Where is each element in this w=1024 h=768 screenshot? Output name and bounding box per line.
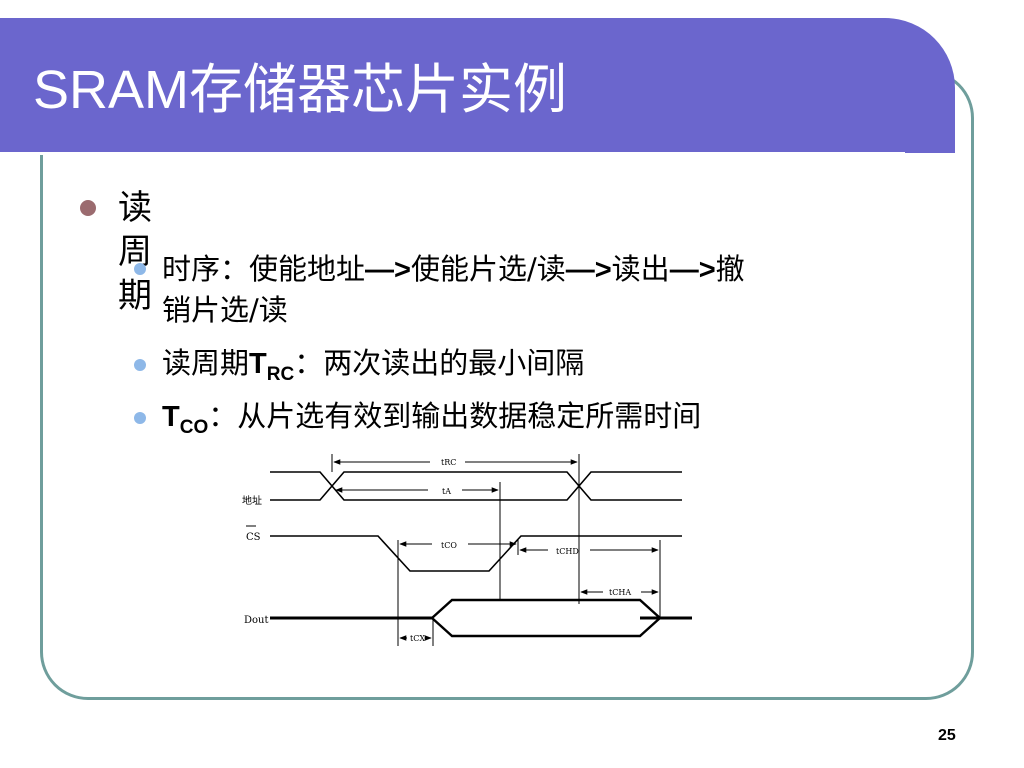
bullet-trc: 读周期TRC：两次读出的最小间隔 [162,343,584,395]
tco-subscript: CO [179,417,209,438]
title-underline [0,152,905,155]
bullet-tco: TCO：从片选有效到输出数据稳定所需时间 [162,396,701,448]
slide-frame [40,70,974,700]
signal-label-address: 地址 [242,494,262,507]
label-tcx: tCX [410,634,425,643]
label-tcha: tCHA [609,588,631,597]
page-number: 25 [938,727,956,744]
dout-waveform [270,598,692,638]
label-trc: tRC [441,458,456,467]
bullet-dot-level1 [80,200,96,216]
label-tco: tCO [441,541,457,550]
timing-text-e: 读出 [611,252,670,286]
timing-text-g: 撤 [715,252,745,286]
slide-title: SRAM存储器芯片实例 [33,60,568,120]
trc-symbol: T [249,348,267,380]
timing-text-c: 使能片选/读 [410,252,566,286]
timing-reference-lines [331,454,661,646]
bullet-read-cycle: 读周期 [118,188,152,316]
trc-subscript: RC [266,364,295,385]
timing-text-a: 时序：使能地址 [162,252,366,286]
bullet-dot-tco [134,412,146,424]
title-bar: SRAM存储器芯片实例 [0,18,955,155]
bullet-timing-line1: 时序：使能地址—>使能片选/读—>读出—>撤 [162,249,745,290]
address-waveform [270,471,682,501]
bullet-dot-trc [134,359,146,371]
timing-dimension-arrows [333,459,659,641]
arrow-1: —> [365,254,411,286]
label-ta: tA [442,487,451,496]
tco-desc: ：从片选有效到输出数据稳定所需时间 [208,399,702,433]
arrow-2: —> [565,254,612,286]
tco-symbol: T [162,401,180,433]
trc-prefix: 读周期 [162,346,250,380]
bullet-timing-line2: 销片选/读 [162,293,288,327]
arrow-3: —> [669,254,716,286]
cs-waveform [270,535,682,572]
signal-label-dout: Dout [244,615,269,626]
bullet-dot-timing [134,263,146,275]
signal-label-cs: CS [246,532,261,543]
trc-desc: ：两次读出的最小间隔 [294,346,585,380]
label-tchd: tCHD [556,547,579,556]
